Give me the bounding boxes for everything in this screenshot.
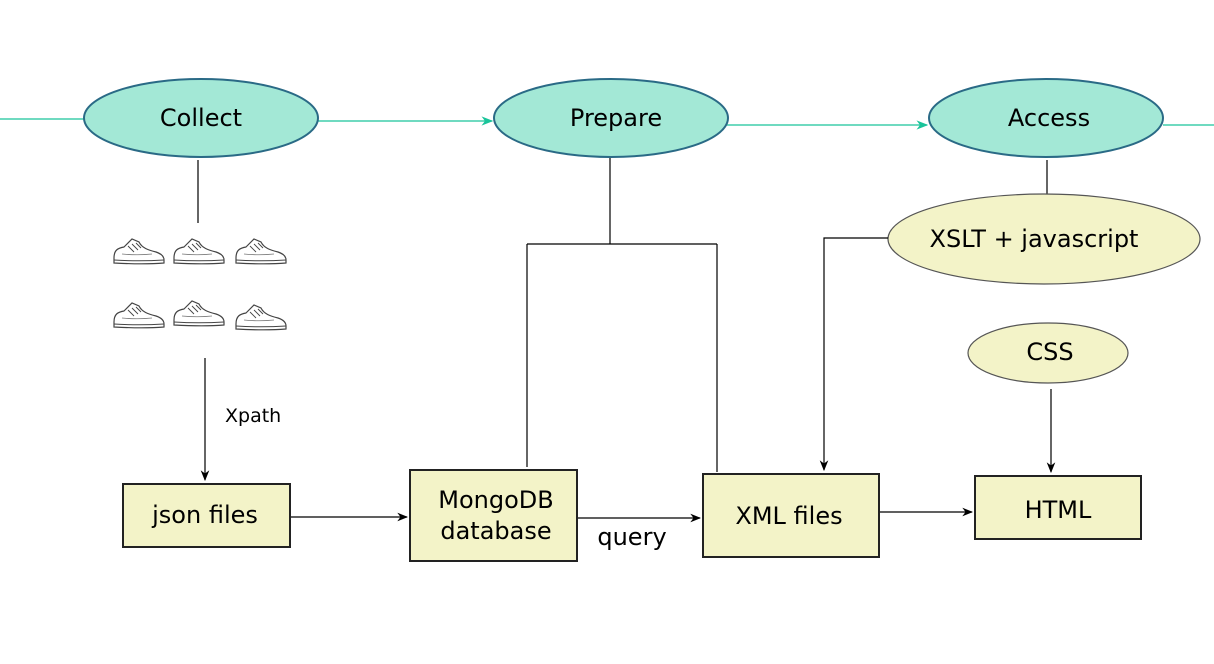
stage-prepare: Prepare [493, 78, 729, 158]
box-xml: XML files [702, 473, 880, 558]
query-label: query [597, 523, 666, 551]
box-mongodb: MongoDB database [409, 469, 578, 562]
stage-access-shape [928, 78, 1164, 158]
box-html: HTML [974, 475, 1142, 540]
stage-collect-shape [83, 78, 319, 158]
stage-access-label: Access [1008, 104, 1090, 132]
sneaker-icons [113, 238, 287, 331]
sneaker-icon [113, 238, 165, 265]
tool-xslt: XSLT + javascript [887, 193, 1201, 285]
tool-css-label: CSS [1026, 338, 1073, 366]
stage-collect-label: Collect [160, 104, 242, 132]
tool-xslt-label: XSLT + javascript [930, 225, 1139, 253]
sneaker-icon [173, 300, 225, 327]
sneaker-icon [173, 238, 225, 265]
stage-flow [0, 116, 1214, 130]
sneaker-icon [235, 304, 287, 331]
stage-prepare-label: Prepare [570, 104, 662, 132]
xpath-label: Xpath [225, 405, 281, 427]
box-mongodb-shape [409, 469, 578, 562]
box-xml-label: XML files [735, 502, 842, 530]
tool-css: CSS [967, 322, 1129, 384]
tool-css-shape [967, 322, 1129, 384]
sneaker-icon [113, 302, 165, 329]
box-xml-shape [702, 473, 880, 558]
stage-access: Access [928, 78, 1164, 158]
box-html-shape [974, 475, 1142, 540]
stage-collect: Collect [83, 78, 319, 158]
prepare-bracket [526, 158, 718, 472]
box-json-shape [122, 483, 291, 548]
box-mongodb-label-line1: MongoDB [438, 486, 553, 514]
stage-prepare-shape [493, 78, 729, 158]
sneaker-icon [235, 238, 287, 265]
tool-xslt-shape [887, 193, 1201, 285]
box-json: json files [122, 483, 291, 548]
box-json-label: json files [151, 501, 258, 529]
box-html-label: HTML [1025, 496, 1092, 524]
xslt-to-xml-arrow [819, 237, 888, 472]
box-mongodb-label-line2: database [440, 517, 551, 545]
